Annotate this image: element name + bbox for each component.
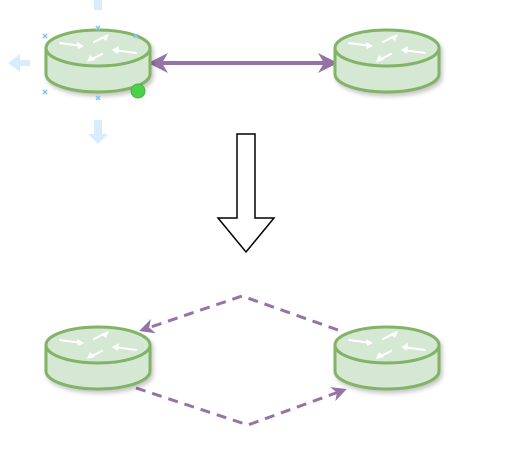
router-top-right[interactable] <box>333 28 441 94</box>
selection-handle[interactable] <box>130 83 146 99</box>
selection-outline <box>42 25 139 101</box>
hint-arrow-up-icon[interactable] <box>94 0 102 10</box>
dashed-upper-path[interactable] <box>139 294 339 334</box>
router-bottom-left[interactable] <box>44 325 152 391</box>
selection-hints <box>8 0 108 144</box>
hint-arrow-down-icon[interactable] <box>88 120 108 144</box>
router-bottom-right[interactable] <box>333 325 441 391</box>
router-top-left[interactable] <box>44 28 152 94</box>
dashed-lower-path[interactable] <box>135 386 347 427</box>
transition-down-arrow-icon <box>216 133 276 254</box>
hint-arrow-left-icon[interactable] <box>8 54 30 72</box>
